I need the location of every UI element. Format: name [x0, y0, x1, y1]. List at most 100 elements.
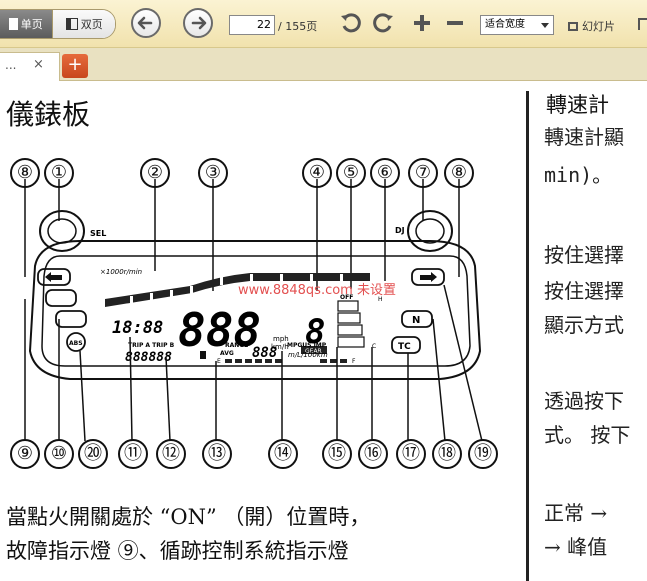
callout-15: ⑮	[322, 439, 352, 469]
tachometer-ticks	[130, 274, 343, 304]
page-mode-toggle: 单页 双页	[0, 9, 116, 39]
single-page-button[interactable]: 单页	[0, 10, 53, 38]
temperature-gauge-ladder	[337, 300, 365, 348]
slideshow-label: 幻灯片	[582, 20, 615, 33]
zoom-mode-value: 适合宽度	[485, 19, 525, 30]
callout-8-left: ⑧	[10, 158, 40, 188]
callout-17: ⑰	[396, 439, 426, 469]
svg-text:ABS: ABS	[69, 340, 83, 347]
fuel-gauge-bars	[225, 359, 347, 363]
callout-16: ⑯	[358, 439, 388, 469]
watermark-text: www.8848qs.com 未设置	[238, 283, 396, 298]
callout-20: ⑳	[78, 439, 108, 469]
previous-page-button[interactable]	[131, 8, 161, 38]
right-turn-indicator	[411, 268, 445, 286]
callout-13: ⑬	[202, 439, 232, 469]
right-line-7: 式。 按下	[544, 423, 631, 447]
abs-indicator	[66, 332, 86, 352]
right-line-2: min)。	[544, 163, 613, 187]
callout-10: ⑩	[44, 439, 74, 469]
callout-5: ⑤	[336, 158, 366, 188]
tab-title: ...	[5, 58, 17, 72]
zoom-in-button[interactable]	[410, 11, 434, 35]
right-line-3: 按住選擇	[544, 243, 624, 267]
next-page-button[interactable]	[183, 8, 213, 38]
right-column-heading: 轉速計	[546, 93, 609, 117]
double-page-label: 双页	[80, 18, 103, 31]
arrow-left-icon	[45, 272, 62, 282]
gear-label: GEAR	[305, 348, 322, 355]
chevron-down-icon	[541, 23, 549, 28]
off-label: OFF	[340, 294, 353, 301]
arrow-right-icon	[420, 272, 437, 282]
rotate-left-button[interactable]	[339, 11, 363, 35]
single-page-icon	[8, 18, 18, 30]
rotate-right-button[interactable]	[371, 11, 395, 35]
page-total: / 155页	[278, 20, 318, 33]
callout-14: ⑭	[268, 439, 298, 469]
clock-display: 18:88	[112, 318, 163, 338]
plus-icon	[414, 15, 430, 31]
rotate-right-icon	[373, 13, 393, 33]
traction-control-indicator	[55, 310, 87, 328]
tc-label: TC	[398, 342, 411, 352]
right-line-8: 正常 →	[544, 501, 608, 525]
callout-4: ④	[302, 158, 332, 188]
plus-icon: +	[67, 54, 83, 75]
projector-icon	[568, 22, 578, 31]
engine-warning-indicator	[45, 289, 77, 307]
close-icon[interactable]: ×	[33, 57, 44, 72]
rotate-left-icon	[341, 13, 361, 33]
fullscreen-icon[interactable]	[638, 18, 647, 30]
column-divider	[526, 91, 529, 581]
dj-label: DJ	[395, 226, 405, 235]
tab-bar: ... × +	[0, 48, 647, 81]
minus-icon	[447, 21, 463, 25]
sel-label: SEL	[90, 229, 106, 238]
page-number-input[interactable]: 22	[229, 15, 275, 35]
callout-9: ⑨	[10, 439, 40, 469]
callout-12: ⑫	[156, 439, 186, 469]
dj-button	[407, 210, 453, 252]
zoom-mode-select[interactable]: 适合宽度	[480, 15, 554, 35]
tab-document[interactable]: ... ×	[0, 52, 60, 81]
avg-label: AVG	[220, 350, 234, 357]
callout-18: ⑱	[432, 439, 462, 469]
instrument-panel-illustration: SEL DJ ×1000r/min 888 mph km/h 8 GEAR OF…	[24, 179, 483, 442]
e-label: E	[217, 358, 221, 365]
right-line-4: 按住選擇	[544, 279, 624, 303]
add-tab-button[interactable]: +	[62, 54, 88, 78]
zoom-out-button[interactable]	[443, 11, 467, 35]
arrow-right-icon	[191, 16, 207, 30]
double-page-icon	[65, 18, 78, 30]
right-line-5: 顯示方式	[544, 313, 624, 337]
range-label: RANGE	[225, 342, 248, 349]
trip-labels: TRIP A TRIP B	[128, 342, 175, 349]
odometer-display: 888888	[125, 350, 172, 365]
fuel-unit-label: m/L/100km	[288, 351, 328, 359]
left-turn-indicator	[37, 268, 71, 286]
right-line-1: 轉速計顯	[544, 125, 624, 149]
arrow-left-icon	[137, 16, 153, 30]
right-line-6: 透過按下	[544, 389, 624, 413]
range-display: 888	[252, 345, 277, 361]
double-page-button[interactable]: 双页	[52, 10, 115, 38]
callout-19: ⑲	[468, 439, 498, 469]
c-label: C	[372, 343, 376, 350]
page-title: 儀錶板	[6, 98, 91, 131]
tc-indicator	[391, 336, 421, 354]
neutral-indicator	[401, 310, 433, 328]
speed-unit-kmh: km/h	[271, 343, 289, 351]
f-label: F	[352, 358, 356, 365]
rpm-unit-label: ×1000r/min	[100, 268, 142, 276]
slideshow-button[interactable]: 幻灯片	[568, 18, 615, 34]
tachometer-bar	[105, 273, 370, 307]
callout-11: ⑪	[118, 439, 148, 469]
speed-display: 888	[178, 303, 261, 357]
sel-button	[39, 210, 85, 252]
mpg-label: MPGUS IMP	[287, 342, 327, 349]
right-line-9: → 峰值	[544, 535, 608, 559]
toolbar: 单页 双页 22 / 155页 适合宽度 幻灯片	[0, 0, 647, 48]
gear-display: 8	[305, 312, 325, 352]
body-line-1: 當點火開關處於 “ON” （開）位置時，	[6, 505, 371, 529]
